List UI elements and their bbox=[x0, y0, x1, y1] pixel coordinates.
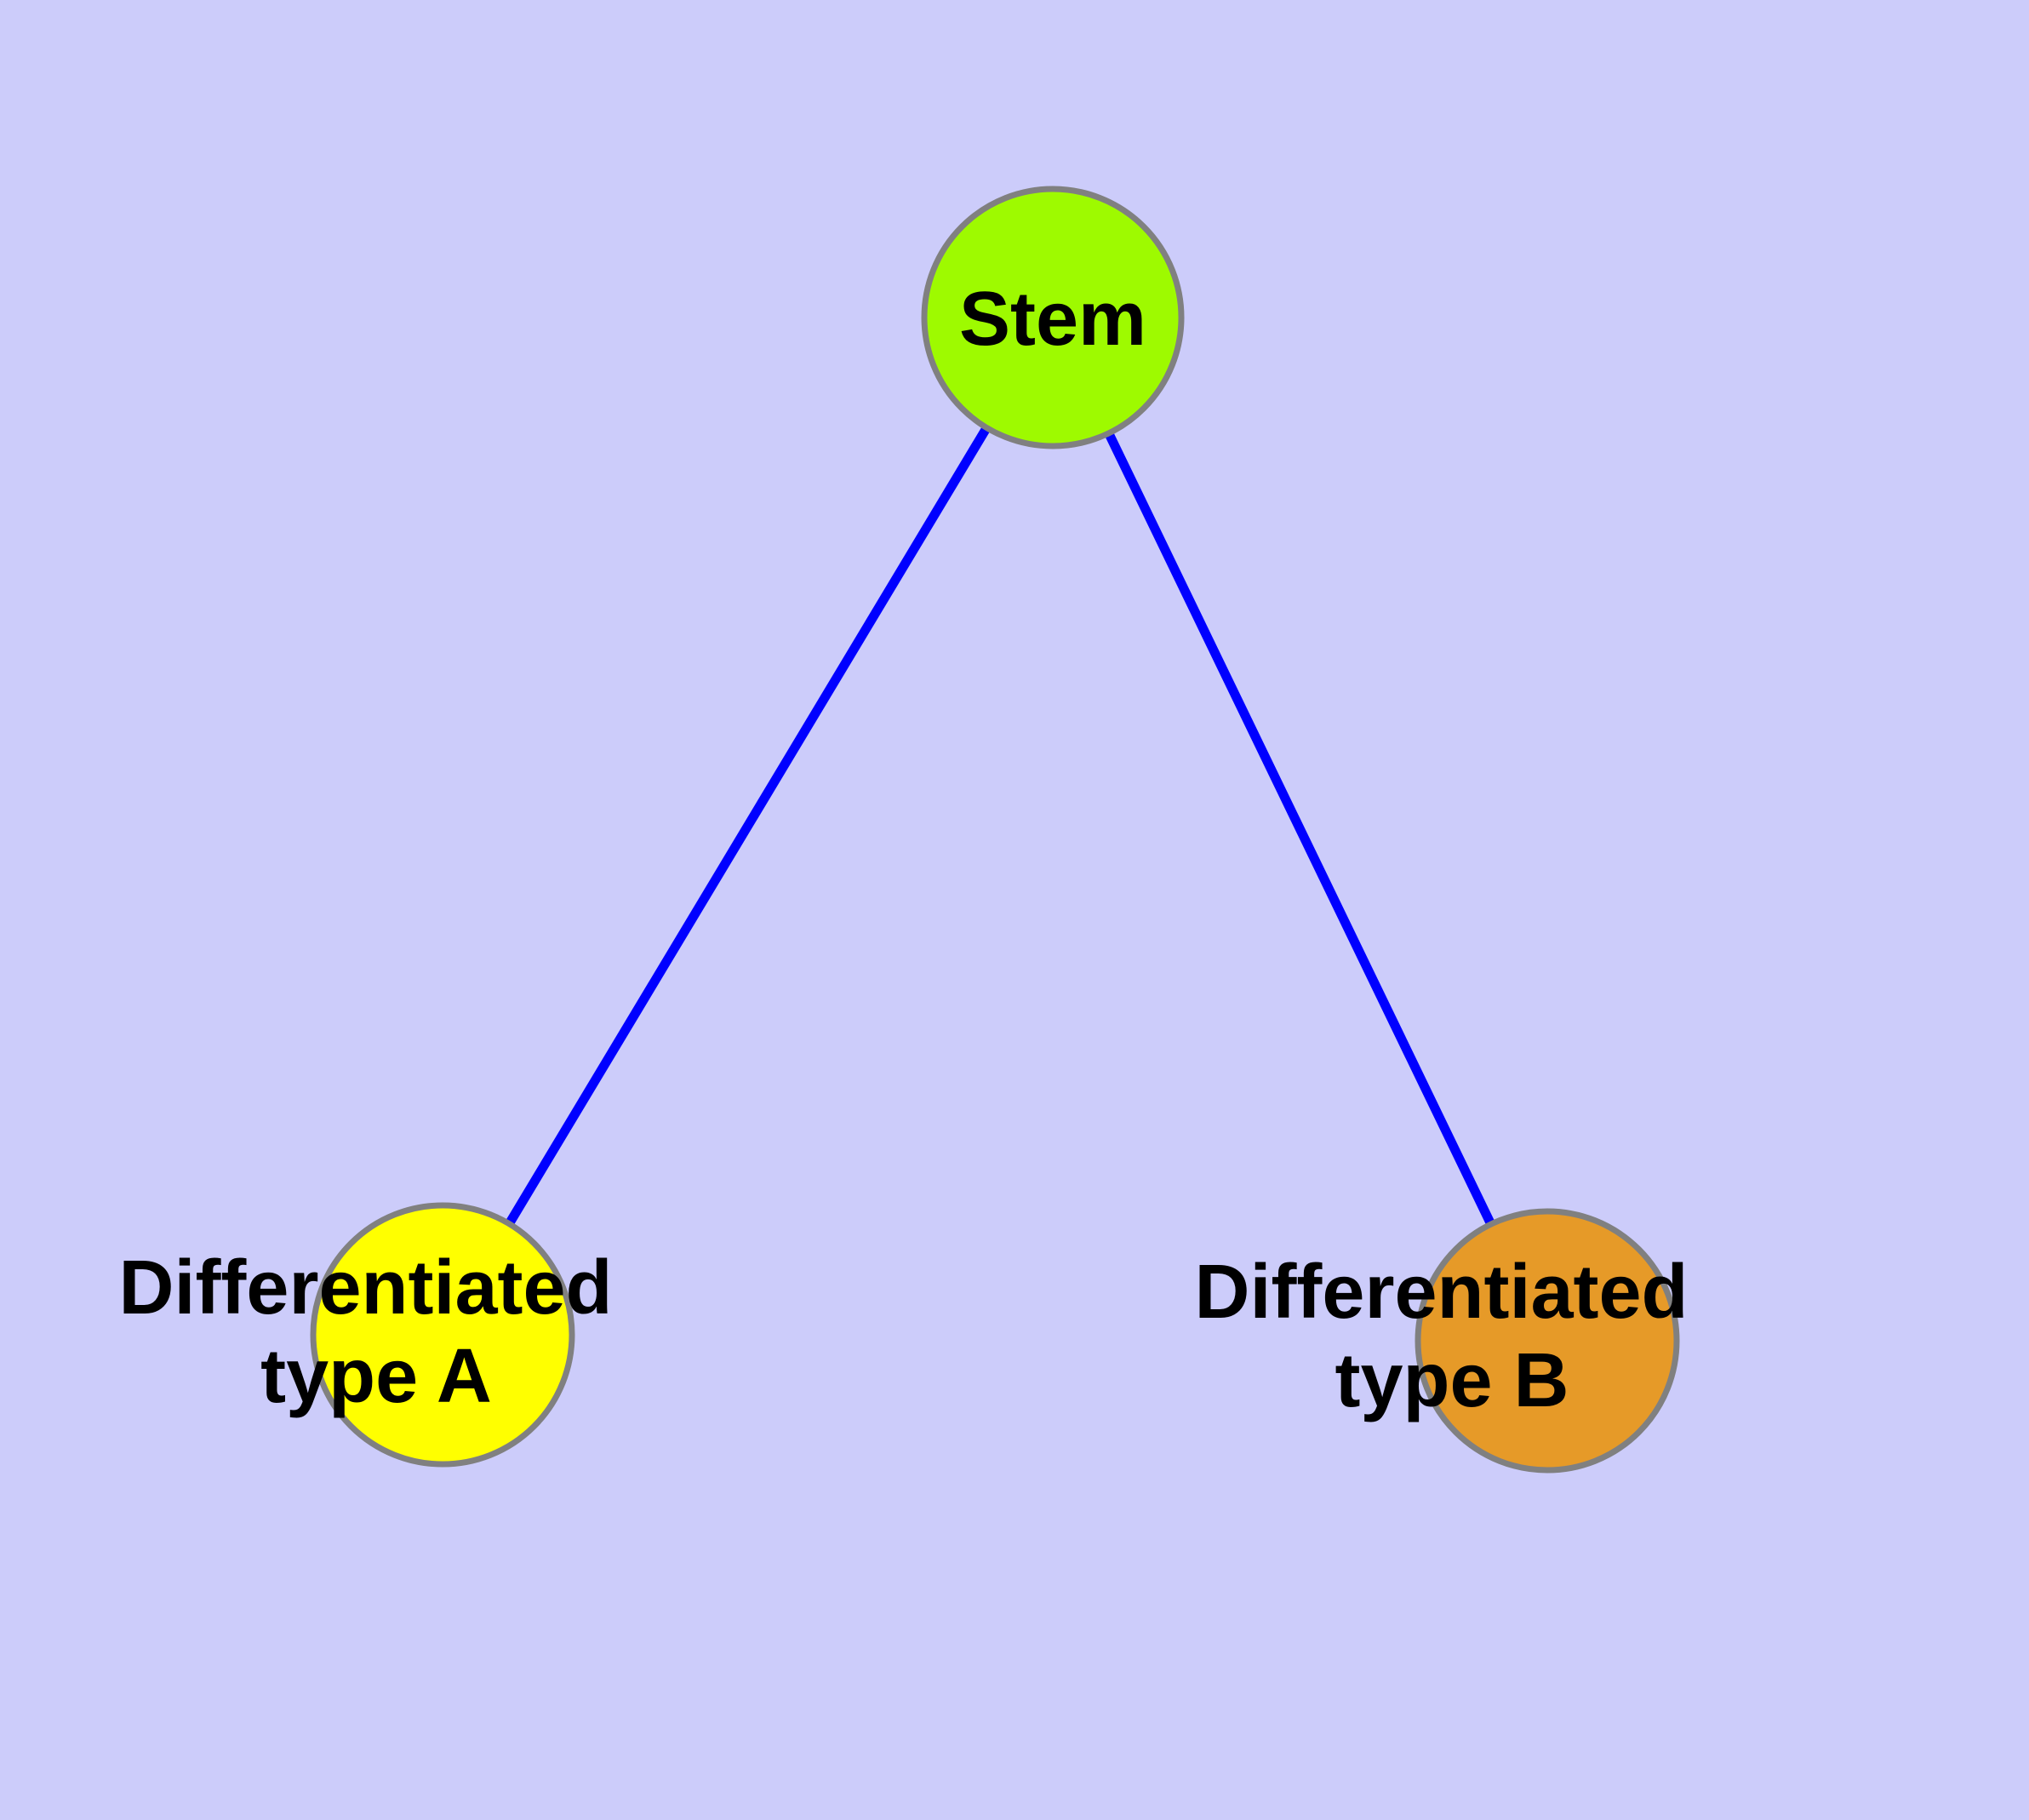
node-differentiated-type-a-label-line-2: type A bbox=[260, 1334, 492, 1419]
node-differentiated-type-b-label: Differentiated type B bbox=[1194, 1250, 1709, 1423]
edge-stem-to-differentiated-type-b[interactable] bbox=[1049, 315, 1552, 1343]
node-differentiated-type-a-circle[interactable] bbox=[310, 1202, 575, 1468]
node-stem-label: Stem bbox=[959, 277, 1146, 362]
node-stem-circle[interactable] bbox=[921, 186, 1185, 449]
edge-stem-to-differentiated-type-a[interactable] bbox=[438, 315, 1057, 1337]
node-differentiated-type-b[interactable]: Differentiated type B bbox=[1194, 1208, 1709, 1474]
edge-layer bbox=[438, 315, 1552, 1343]
node-differentiated-type-a-label: Differentiated type A bbox=[118, 1245, 633, 1419]
node-differentiated-type-b-circle[interactable] bbox=[1415, 1208, 1680, 1474]
node-differentiated-type-b-label-line-1: Differentiated bbox=[1194, 1250, 1688, 1335]
node-differentiated-type-b-label-line-2: type B bbox=[1335, 1338, 1569, 1423]
node-stem-label-line-1: Stem bbox=[959, 277, 1146, 362]
node-differentiated-type-a[interactable]: Differentiated type A bbox=[118, 1202, 633, 1468]
node-stem[interactable]: Stem bbox=[921, 186, 1185, 449]
node-differentiated-type-a-label-line-1: Differentiated bbox=[118, 1245, 612, 1331]
node-layer: Stem Differentiated type A Differentiate… bbox=[118, 186, 1709, 1474]
